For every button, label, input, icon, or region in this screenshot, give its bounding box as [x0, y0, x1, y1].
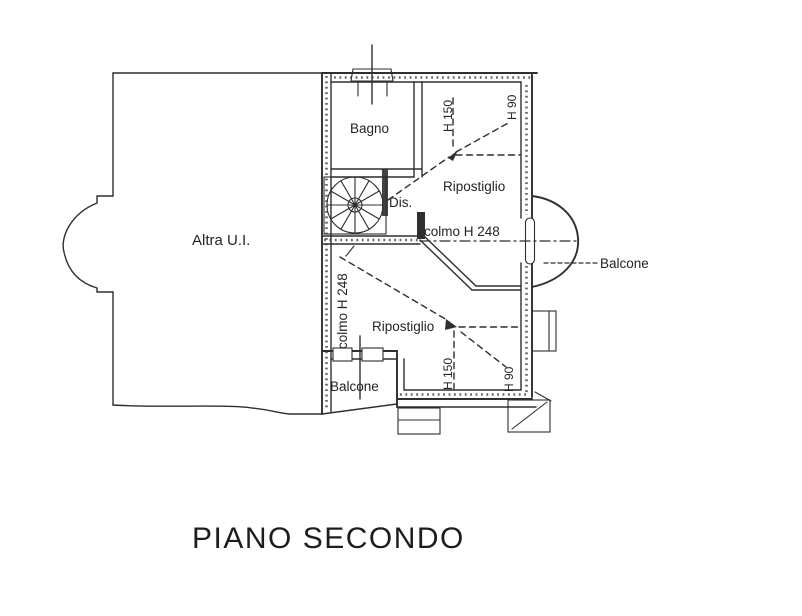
room-label-bagno: Bagno — [350, 121, 389, 136]
room-label-disimpegno: Dis. — [389, 195, 412, 210]
roof-height-dashed-lines-bottom — [339, 256, 519, 390]
annotation-h90-top: H 90 — [505, 94, 519, 120]
room-label-balcone-right: Balcone — [600, 256, 649, 271]
chimney-icon — [350, 44, 394, 105]
stair-wall-stub — [382, 169, 388, 216]
window-opening — [332, 347, 353, 362]
room-label-altra-ui: Altra U.I. — [192, 232, 250, 249]
bagno-walls — [330, 81, 425, 239]
room-label-balcone-bottom: Balcone — [330, 379, 379, 394]
arrow-marker — [445, 319, 457, 330]
altra-ui-outline — [62, 72, 323, 415]
door-jamb — [417, 212, 425, 239]
room-label-ripostiglio-top: Ripostiglio — [443, 179, 505, 194]
balcone-bottom-outline — [321, 358, 398, 415]
roof-height-dashed-lines-top — [387, 97, 521, 201]
window-opening — [361, 347, 384, 362]
annotation-h150-top: H 150 — [441, 100, 455, 132]
wall-protrusion — [531, 310, 557, 352]
spiral-staircase-icon — [323, 169, 388, 235]
pillars — [397, 391, 552, 435]
ridge-tick — [345, 245, 355, 257]
annotation-h150-bottom: H 150 — [441, 358, 455, 390]
balcony-right-outline — [531, 195, 598, 288]
central-block-walls — [321, 72, 538, 415]
ridge-lines — [345, 240, 579, 257]
page-title: PIANO SECONDO — [192, 522, 465, 555]
annotation-colmo-vertical: colmo H 248 — [335, 273, 350, 349]
room-label-ripostiglio-bottom: Ripostiglio — [372, 319, 434, 334]
arrow-marker — [448, 150, 458, 161]
annotation-h90-bottom: H 90 — [502, 366, 516, 392]
annotation-colmo-horizontal: colmo H 248 — [424, 224, 500, 239]
interior-walls — [321, 235, 522, 400]
